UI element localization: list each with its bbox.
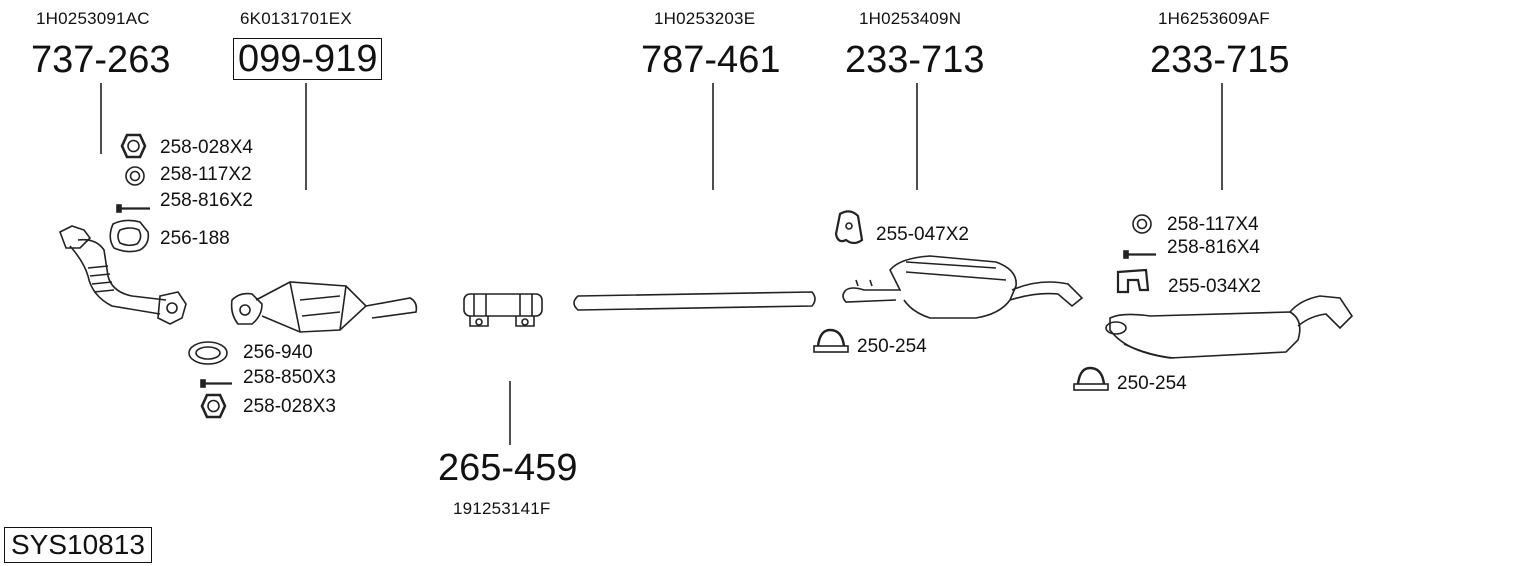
part-number-233-713[interactable]: 233-713 bbox=[845, 39, 985, 81]
part-number-787-461[interactable]: 787-461 bbox=[641, 39, 781, 81]
fitting-label[interactable]: 258-028X3 bbox=[243, 396, 336, 417]
oem-code: 1H6253609AF bbox=[1158, 9, 1270, 28]
bolt-icon bbox=[1123, 250, 1156, 259]
bolt-icon bbox=[116, 204, 150, 213]
part-number-265-459[interactable]: 265-459 bbox=[438, 447, 578, 489]
fitting-label[interactable]: 250-254 bbox=[857, 336, 927, 357]
bracket-icon bbox=[1116, 268, 1150, 294]
nut-icon bbox=[120, 133, 147, 159]
fitting-label[interactable]: 258-028X4 bbox=[160, 137, 253, 158]
clamp-icon bbox=[813, 328, 849, 353]
front-pipe-drawing bbox=[58, 225, 187, 325]
part-number-737-263[interactable]: 737-263 bbox=[31, 39, 171, 81]
oem-code: 1H0253409N bbox=[859, 9, 962, 28]
rubber-hanger-icon bbox=[834, 210, 864, 245]
part-number-099-919[interactable]: 099-919 bbox=[233, 38, 383, 80]
fitting-label[interactable]: 255-047X2 bbox=[876, 224, 969, 245]
fitting-label[interactable]: 256-188 bbox=[160, 228, 230, 249]
oem-code: 1H0253203E bbox=[654, 9, 756, 28]
pipe-connector-drawing bbox=[463, 293, 543, 327]
oem-code: 191253141F bbox=[453, 499, 551, 518]
fitting-label[interactable]: 258-117X4 bbox=[1167, 214, 1259, 235]
fitting-label[interactable]: 256-940 bbox=[243, 342, 313, 363]
nut-icon bbox=[200, 393, 227, 419]
fitting-label[interactable]: 258-816X4 bbox=[1167, 237, 1260, 258]
oem-code: 6K0131701EX bbox=[240, 9, 352, 28]
fitting-label[interactable]: 258-816X2 bbox=[160, 190, 253, 211]
intermediate-pipe-drawing bbox=[573, 291, 816, 311]
system-code: SYS10813 bbox=[4, 527, 152, 563]
fitting-label[interactable]: 258-117X2 bbox=[160, 164, 252, 185]
catalytic-converter-drawing bbox=[230, 281, 418, 333]
fitting-label[interactable]: 255-034X2 bbox=[1168, 276, 1261, 297]
fitting-label[interactable]: 258-850X3 bbox=[243, 367, 336, 388]
ring-icon bbox=[1132, 214, 1152, 234]
ring-icon bbox=[125, 166, 145, 186]
oem-code: 1H0253091AC bbox=[36, 9, 150, 28]
part-number-233-715[interactable]: 233-715 bbox=[1150, 39, 1290, 81]
rear-silencer-drawing bbox=[1105, 295, 1354, 359]
gasket-icon bbox=[109, 219, 150, 253]
fitting-label[interactable]: 250-254 bbox=[1117, 373, 1187, 394]
gasket-ring-icon bbox=[188, 341, 228, 365]
centre-silencer-drawing bbox=[842, 255, 1084, 319]
bolt-icon bbox=[200, 379, 232, 388]
clamp-icon bbox=[1073, 366, 1109, 391]
